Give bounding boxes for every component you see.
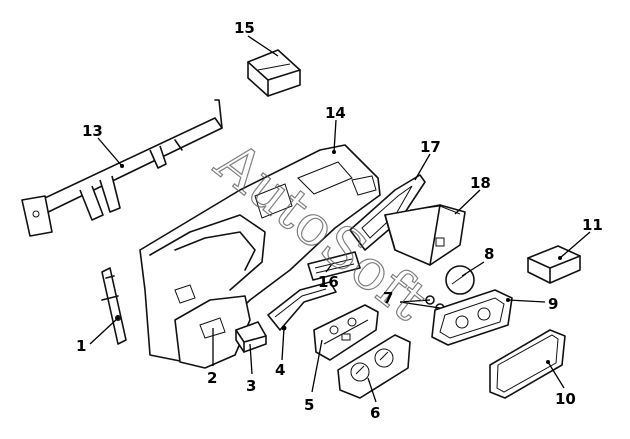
leader-lines [89, 35, 591, 403]
part-10-glass-lens [489, 329, 566, 399]
part-17-center-bezel [349, 174, 426, 251]
part-8-gauge-face [445, 265, 475, 295]
part-18-glove-box [384, 204, 466, 266]
part-16-center-vent [307, 251, 361, 281]
callout-label: 3 [246, 377, 256, 395]
part-1-side-bracket [101, 267, 127, 345]
callout-label: 5 [304, 396, 314, 414]
callout-label: 10 [555, 390, 576, 408]
callout-label: 11 [582, 216, 603, 234]
part-5-circuit-board [313, 304, 379, 361]
callout-label: 8 [484, 245, 494, 263]
part-11-radio-module [527, 245, 581, 284]
callout-label: 16 [318, 273, 339, 291]
callout-label: 6 [370, 404, 380, 422]
part-9-lens-frame [431, 289, 513, 346]
callout-label: 18 [470, 174, 491, 192]
callout-label: 14 [325, 104, 346, 122]
part-13-crossbar-beam [21, 99, 223, 237]
callout-label: 4 [275, 361, 285, 379]
callout-labels: 1 2 3 4 5 6 7 8 9 10 11 13 14 15 16 17 1… [76, 19, 603, 422]
callout-label: 13 [82, 122, 103, 140]
callout-label: 15 [234, 19, 255, 37]
callout-label: 7 [383, 289, 393, 307]
callout-label: 2 [207, 369, 217, 387]
part-6-gauge-assembly [337, 334, 411, 399]
callout-label: 9 [548, 295, 558, 313]
callout-label: 1 [76, 337, 86, 355]
callout-label: 17 [420, 138, 441, 156]
part-15-top-cover [247, 49, 301, 97]
part-3-switch [235, 321, 267, 353]
